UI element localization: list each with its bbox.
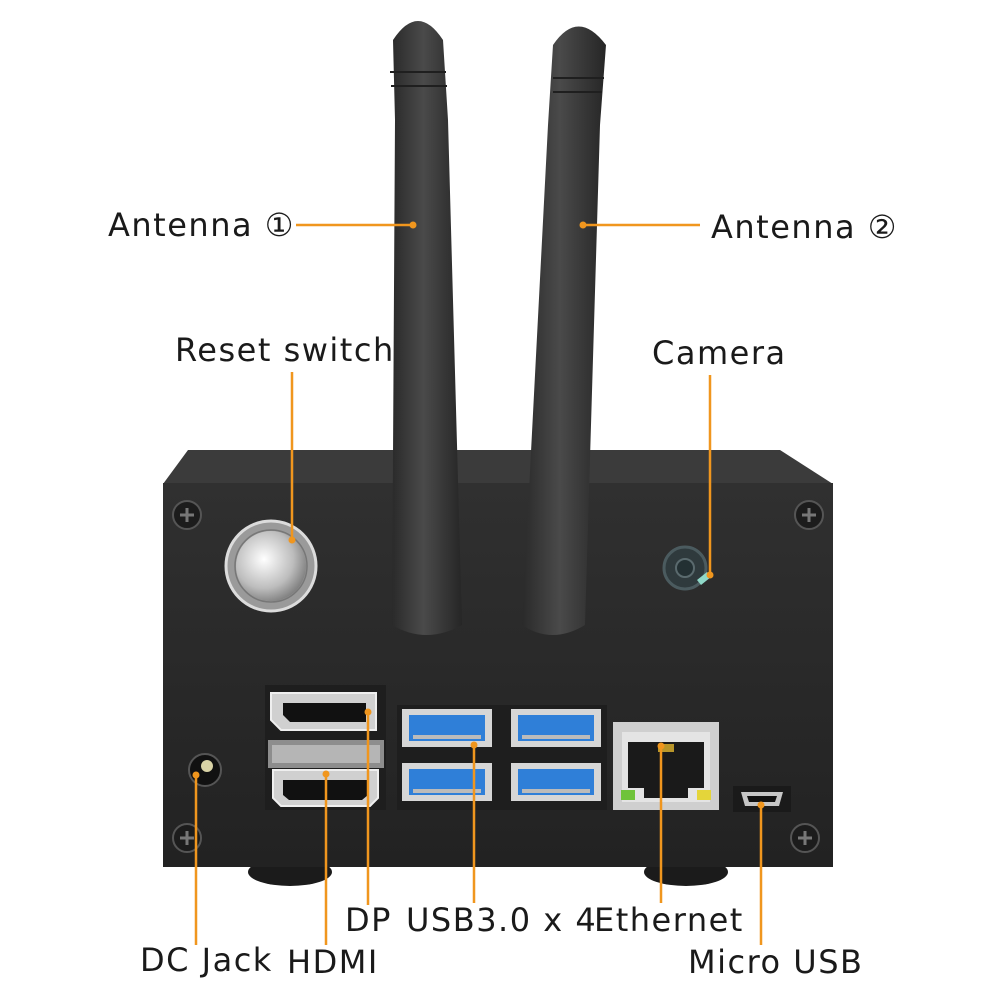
- label-camera: Camera: [652, 334, 787, 372]
- leader-dots: [192, 221, 765, 809]
- usb-port[interactable]: [402, 709, 492, 747]
- usb-port[interactable]: [511, 709, 601, 747]
- usb-port[interactable]: [511, 763, 601, 801]
- leader-lines: [194, 223, 763, 945]
- label-micro-usb: Micro USB: [688, 943, 864, 981]
- dc-jack[interactable]: [188, 753, 222, 787]
- label-usb: USB3.0 x 4: [406, 901, 598, 939]
- screw-icon: [790, 823, 820, 853]
- antenna-1: [390, 21, 462, 635]
- reset-button-icon[interactable]: [224, 519, 318, 613]
- label-antenna-1: Antenna ①: [108, 206, 295, 244]
- screw-icon: [172, 823, 202, 853]
- label-hdmi: HDMI: [287, 943, 379, 981]
- usb-port[interactable]: [402, 763, 492, 801]
- dp-port[interactable]: [270, 692, 377, 731]
- screw-icon: [172, 500, 202, 530]
- label-ethernet: Ethernet: [594, 901, 744, 939]
- label-antenna-2: Antenna ②: [711, 208, 898, 246]
- rj45-port-icon[interactable]: [613, 722, 719, 810]
- screw-icon: [794, 500, 824, 530]
- case-top: [163, 450, 833, 484]
- antenna-2: [522, 26, 606, 635]
- camera-lens-icon: [662, 545, 711, 591]
- label-dp: DP: [345, 901, 392, 939]
- label-dc-jack: DC Jack: [140, 941, 273, 979]
- label-reset-switch: Reset switch: [175, 331, 395, 369]
